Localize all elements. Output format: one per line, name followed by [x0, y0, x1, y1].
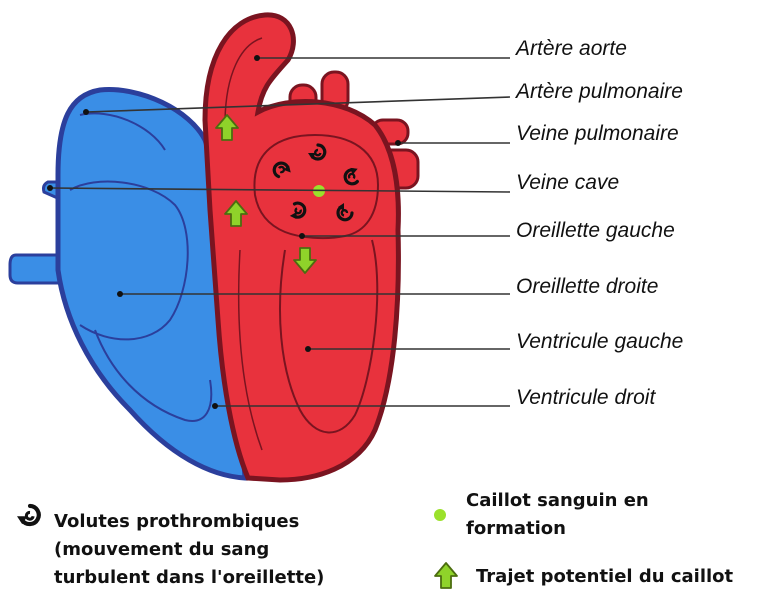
label-right-atrium: Oreillette droite [516, 275, 658, 299]
label-pulmonary-vein: Veine pulmonaire [516, 122, 679, 146]
label-pulmonary-artery: Artère pulmonaire [516, 80, 683, 104]
label-right-ventricle: Ventricule droit [516, 386, 655, 410]
label-aorta: Artère aorte [516, 37, 627, 61]
legend-clot-line1: Caillot sanguin en [466, 487, 649, 514]
legend-swirls-line1: Volutes prothrombiques [54, 508, 299, 535]
legend-swirl-icon [17, 506, 39, 524]
legend-arrow-icon [435, 563, 457, 588]
label-vena-cava: Veine cave [516, 171, 619, 195]
legend-swirls-line3: turbulent dans l'oreillette) [54, 564, 324, 591]
label-left-ventricle: Ventricule gauche [516, 330, 683, 354]
left-heart [205, 15, 418, 480]
legend-path-line1: Trajet potentiel du caillot [476, 563, 733, 590]
vena-cava-left-stub [10, 255, 60, 283]
legend-clot-line2: formation [466, 515, 566, 542]
legend-swirls-line2: (mouvement du sang [54, 536, 269, 563]
label-left-atrium: Oreillette gauche [516, 219, 675, 243]
legend-clot-icon [434, 509, 446, 521]
